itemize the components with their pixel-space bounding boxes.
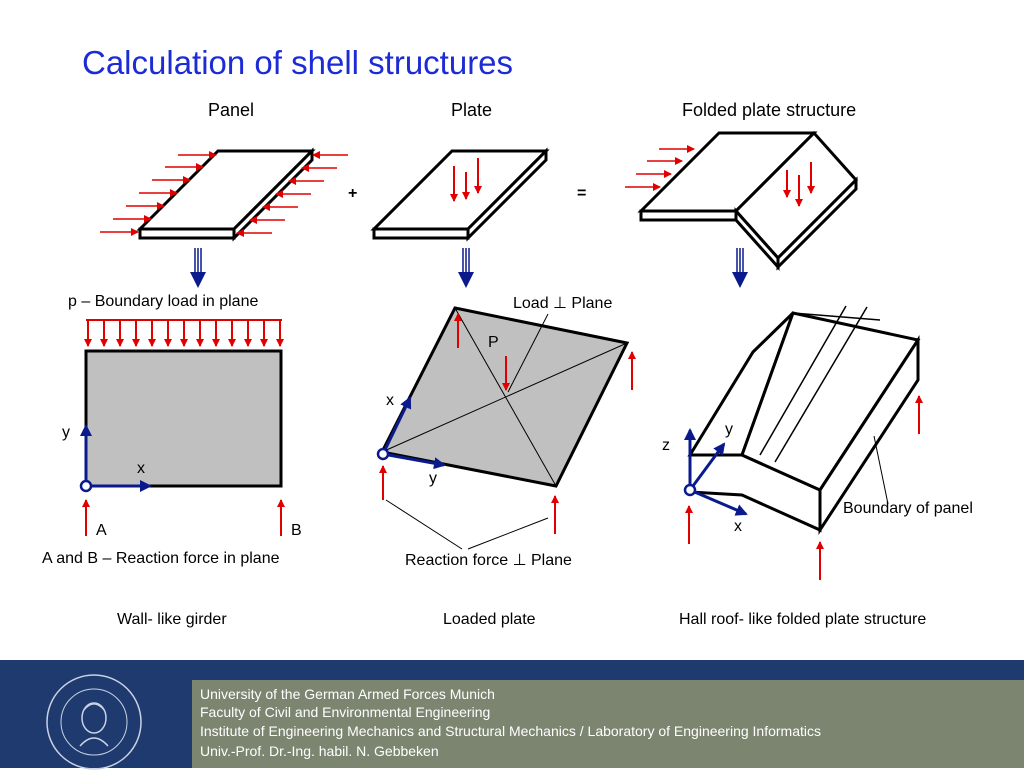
reaction-leader-lines <box>385 499 549 550</box>
plus-operator: + <box>348 185 358 202</box>
shell-structures-diagram <box>79 130 923 580</box>
footer-university: University of the German Armed Forces Mu… <box>200 686 495 702</box>
load-normal-label: Load ⊥ Plane <box>513 295 613 312</box>
folded-heading: Folded plate structure <box>682 100 857 120</box>
footer-institute: Institute of Engineering Mechanics and S… <box>200 723 821 739</box>
footer-bar: University of the German Armed Forces Mu… <box>0 660 1024 770</box>
equals-operator: = <box>577 185 587 202</box>
boundary-leader-line <box>873 435 889 505</box>
wall-girder-panel <box>84 349 283 488</box>
point-load-label: P <box>488 334 499 351</box>
panel-inplane-loads <box>100 151 348 237</box>
plate-heading: Plate <box>451 100 493 120</box>
slide-title: Calculation of shell structures <box>82 44 514 81</box>
plate-3d-slab <box>370 147 550 242</box>
hall-roof-structure <box>687 305 921 536</box>
roof-axis-y: y <box>725 421 733 438</box>
folded-inplane-loads <box>625 145 695 191</box>
girder-axes <box>79 424 152 493</box>
down-arrow-plate <box>458 248 474 288</box>
boundary-of-panel-label: Boundary of panel <box>843 500 973 517</box>
roof-axis-x: x <box>734 518 742 535</box>
plate-diagonal-2 <box>381 342 628 453</box>
folded-3d-structure <box>637 130 859 271</box>
loaded-plate-caption: Loaded plate <box>443 611 536 628</box>
boundary-load-arrows <box>84 320 284 347</box>
roof-axis-z: z <box>662 437 670 454</box>
footer-faculty: Faculty of Civil and Environmental Engin… <box>200 704 491 720</box>
down-arrow-panel <box>190 248 206 288</box>
wall-girder-caption: Wall- like girder <box>117 611 227 628</box>
footer-info-panel: University of the German Armed Forces Mu… <box>192 680 1024 768</box>
footer-professor: Univ.-Prof. Dr.-Ing. habil. N. Gebbeken <box>200 743 439 759</box>
support-b-label: B <box>291 522 302 539</box>
boundary-load-label: p – Boundary load in plane <box>68 293 259 310</box>
reaction-normal-label: Reaction force ⊥ Plane <box>405 552 572 569</box>
plate-axis-y: y <box>429 470 437 487</box>
university-seal-icon <box>46 674 142 770</box>
down-arrow-folded <box>732 248 748 288</box>
hall-roof-caption: Hall roof- like folded plate structure <box>679 611 927 628</box>
folded-normal-loads <box>783 162 815 207</box>
plate-axis-x: x <box>386 392 394 409</box>
plate-axes <box>376 396 446 470</box>
reaction-in-plane-label: A and B – Reaction force in plane <box>42 550 280 567</box>
girder-axis-y: y <box>62 424 70 441</box>
support-a-label: A <box>96 522 107 539</box>
girder-axis-x: x <box>137 460 145 477</box>
load-leader-line <box>507 313 549 393</box>
panel-heading: Panel <box>208 100 255 120</box>
plate-normal-loads <box>450 158 482 202</box>
hall-roof-axes <box>683 428 748 516</box>
